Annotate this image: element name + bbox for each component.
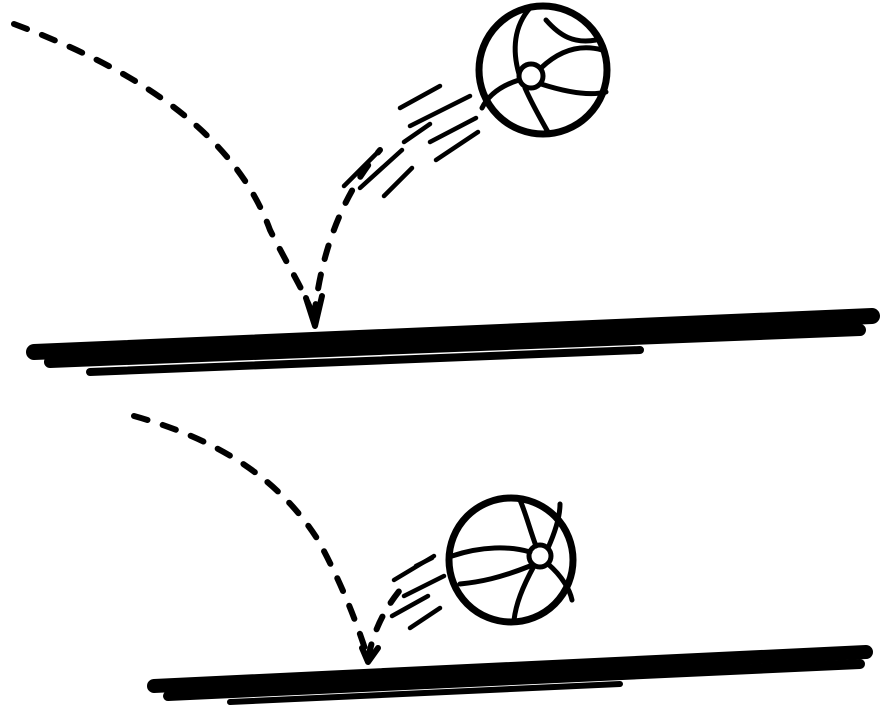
bottom-panel — [134, 416, 866, 702]
bottom-ground-line — [154, 652, 866, 702]
bottom-incoming-trajectory — [134, 416, 368, 658]
bottom-outgoing-trajectory — [368, 590, 400, 658]
bottom-beach-ball-icon — [449, 498, 573, 622]
top-panel — [14, 6, 872, 372]
top-beach-ball-icon — [479, 6, 607, 134]
top-outgoing-trajectory — [314, 150, 380, 318]
top-speed-lines — [344, 86, 478, 196]
top-incoming-trajectory — [14, 24, 314, 318]
top-ground-line — [34, 316, 872, 372]
